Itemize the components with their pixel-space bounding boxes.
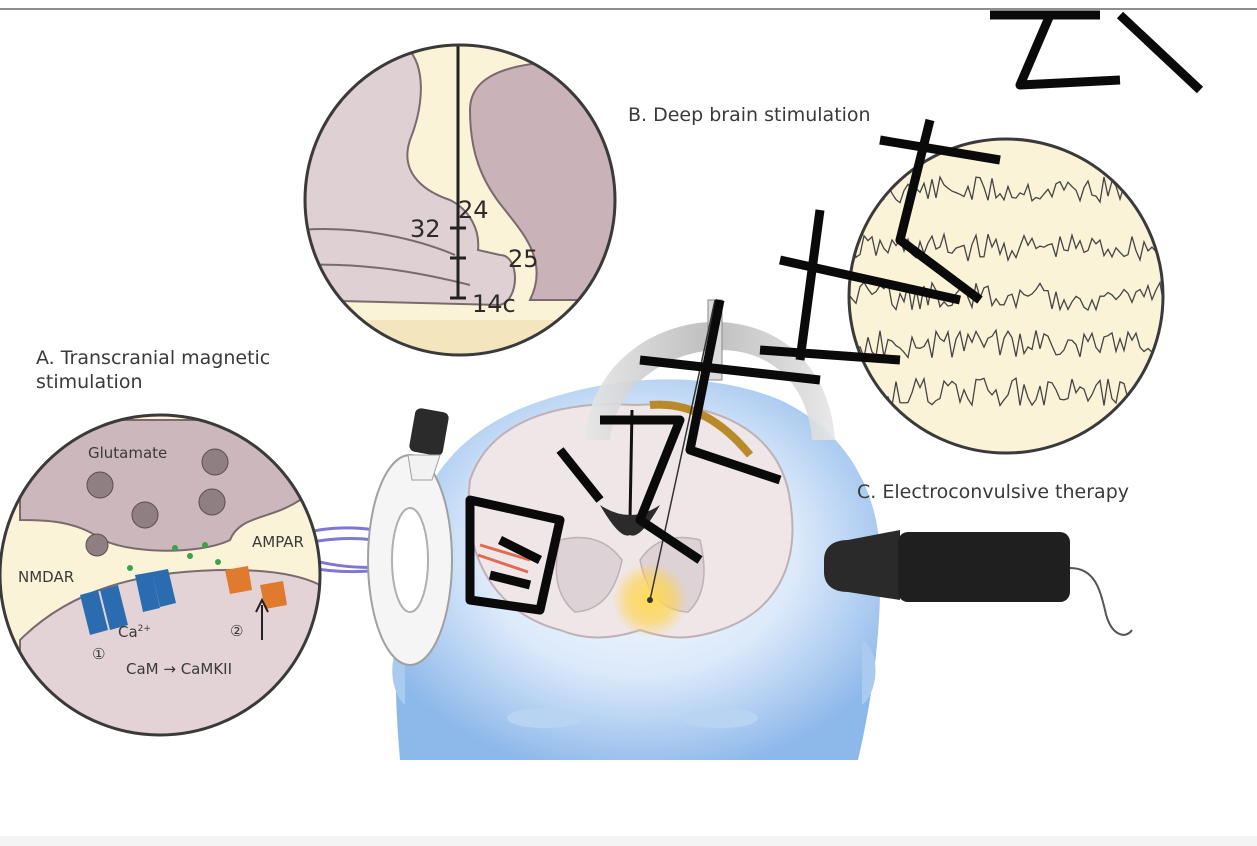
brodmann-area-24: 24 <box>458 196 489 224</box>
brain-fissure <box>630 410 632 520</box>
tms-coil-hole <box>392 508 428 612</box>
inset-ect-eeg <box>849 139 1164 453</box>
vesicle <box>87 472 113 498</box>
vesicle <box>132 502 158 528</box>
head-illustration <box>392 379 880 760</box>
glutamate-dot <box>172 545 178 551</box>
head-eye-left <box>507 708 583 728</box>
calcium-symbol: Ca <box>118 623 138 641</box>
glutamate-dot <box>202 542 208 548</box>
vesicle <box>86 534 108 556</box>
step-2-marker: ② <box>230 622 243 640</box>
ect-electrode-handle <box>898 532 1070 602</box>
glutamate-dot <box>215 559 221 565</box>
step-1-marker: ① <box>92 645 105 663</box>
nmdar-label: NMDAR <box>18 568 74 586</box>
ampar-label: AMPAR <box>252 533 304 551</box>
glutamate-dot <box>187 553 193 559</box>
tms-title-text: A. Transcranial magnetic stimulation <box>36 347 270 393</box>
brodmann-area-32: 32 <box>410 215 441 243</box>
head-eye-right <box>682 708 758 728</box>
inset-b-base <box>300 320 630 380</box>
calcium-charge: 2+ <box>138 624 151 634</box>
ect-cable <box>1070 568 1132 635</box>
glutamate-dot <box>127 565 133 571</box>
tms-title: A. Transcranial magnetic stimulation <box>36 346 326 394</box>
vesicle <box>202 449 228 475</box>
calcium-label: Ca2+ <box>118 623 151 641</box>
ect-title: C. Electroconvulsive therapy <box>857 480 1129 504</box>
vesicle <box>199 489 225 515</box>
tms-coil <box>300 407 452 665</box>
glutamate-label: Glutamate <box>88 444 167 462</box>
tms-handle <box>408 407 449 456</box>
dbs-title: B. Deep brain stimulation <box>628 103 871 127</box>
brodmann-area-14c: 14c <box>472 290 516 318</box>
brodmann-area-25: 25 <box>508 245 539 273</box>
cam-pathway-label: CaM → CaMKII <box>126 660 232 678</box>
electrode-tip <box>647 597 653 603</box>
